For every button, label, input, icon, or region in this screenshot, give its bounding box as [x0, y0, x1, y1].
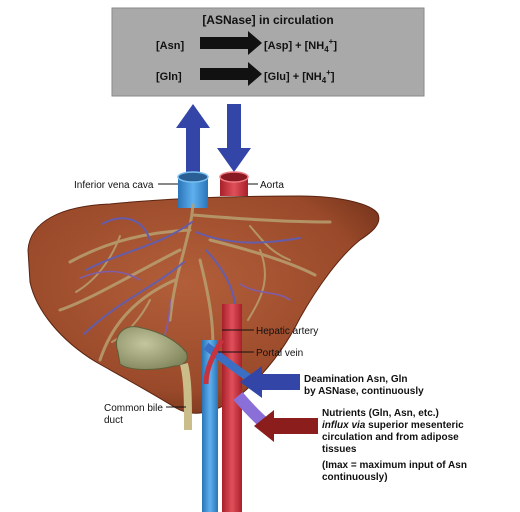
common-bile-duct — [180, 363, 192, 431]
label-common-bile-duct-line1: Common bile — [104, 403, 163, 414]
reaction-2-arrow — [200, 62, 262, 86]
label-portal-vein: Portal vein — [256, 348, 303, 359]
vessel-network — [58, 203, 332, 367]
label-hepatic-artery: Hepatic artery — [256, 326, 318, 337]
label-common-bile-duct-line2: duct — [104, 415, 123, 426]
nutrients-arrow — [254, 410, 318, 442]
down-arrow-from-circulation — [217, 104, 251, 172]
gallbladder — [116, 326, 188, 370]
hepatic-artery — [203, 338, 225, 385]
nutrients-line4: tissues — [322, 444, 357, 455]
aorta-lower — [222, 304, 242, 512]
inferior-vena-cava-opening — [177, 171, 209, 183]
nutrients-line5: (Imax = maximum input of Asn — [322, 460, 467, 471]
leader-lines — [158, 183, 258, 408]
reaction-1-products: [Asp] + [NH4+] — [264, 37, 337, 54]
reaction-2-products: [Glu] + [NH4+] — [264, 68, 335, 85]
deamination-arrow — [240, 366, 300, 398]
label-inferior-vena-cava: Inferior vena cava — [74, 180, 154, 191]
nutrients-line1: Nutrients (Gln, Asn, etc.) — [322, 408, 439, 419]
deamination-line2: by ASNase, continuously — [304, 386, 424, 397]
nutrients-line3: circulation and from adipose — [322, 432, 459, 443]
circulation-title: [ASNase] in circulation — [202, 13, 333, 27]
label-aorta: Aorta — [260, 180, 284, 191]
aorta-opening — [219, 171, 249, 183]
liver — [27, 195, 380, 414]
reaction-2-substrate: [Gln] — [156, 71, 182, 83]
reaction-1-arrow — [200, 31, 262, 55]
deamination-line1: Deamination Asn, Gln — [304, 374, 408, 385]
reaction-1-substrate: [Asn] — [156, 40, 184, 52]
nutrients-line2: influx via superior mesenteric — [322, 420, 464, 431]
up-arrow-to-circulation — [176, 104, 210, 172]
circulation-box: [ASNase] in circulation [Asn] [Asp] + [N… — [111, 7, 425, 97]
nutrients-line6: continuously) — [322, 472, 388, 483]
